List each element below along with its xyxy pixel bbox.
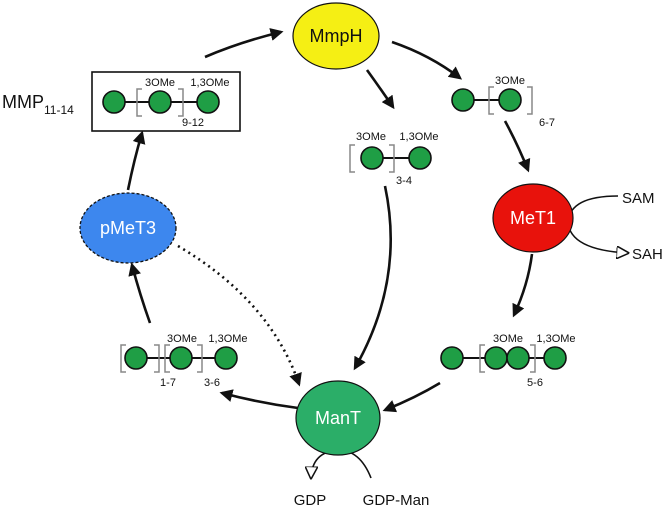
glycan-met1-product: 3OMe 1,3OMe 5-6 bbox=[440, 333, 576, 389]
mmp-bracket-right bbox=[178, 88, 184, 117]
mant-product-repeat-2: 3-6 bbox=[204, 377, 220, 389]
gdp-man-label: GDP-Man bbox=[363, 492, 430, 509]
mmp-sugar-1 bbox=[102, 90, 126, 114]
arrow-product-to-pmet3 bbox=[128, 262, 152, 324]
met1-product-mod2: 1,3OMe bbox=[536, 333, 575, 345]
met1-product-sugar-4 bbox=[543, 346, 567, 370]
met1-product-sugar-1 bbox=[440, 346, 464, 370]
mant-product-mod2: 1,3OMe bbox=[208, 333, 247, 345]
met1-label: MeT1 bbox=[510, 208, 556, 228]
pmet3-enzyme: pMeT3 bbox=[79, 192, 177, 264]
mant-product-repeat-1: 1-7 bbox=[160, 377, 176, 389]
mmp-box bbox=[91, 71, 241, 132]
mmp-title: MMP11-14 bbox=[2, 92, 74, 117]
sah-label: SAH bbox=[632, 246, 663, 263]
mant-product-bracket-2 bbox=[154, 344, 160, 373]
product-a-bracket-right bbox=[389, 144, 395, 173]
mmph-enzyme: MmpH bbox=[292, 2, 380, 70]
met1-product-bracket-right bbox=[530, 344, 536, 373]
product-a-sugar-2 bbox=[408, 146, 432, 170]
met1-product-mod1: 3OMe bbox=[493, 333, 523, 345]
glycan-mant-product: 3OMe 1,3OMe 1-7 3-6 bbox=[120, 333, 248, 389]
mant-label: ManT bbox=[315, 408, 361, 428]
product-b-sugar-2 bbox=[498, 88, 522, 112]
mmp-bracket-left bbox=[136, 88, 142, 117]
mant-product-bracket-3 bbox=[164, 344, 170, 373]
arrow-product-b-to-met1 bbox=[503, 120, 531, 173]
mant-product-sugar-2 bbox=[169, 346, 193, 370]
met1-product-sugar-3 bbox=[506, 346, 530, 370]
met1-product-bracket-left bbox=[479, 344, 485, 373]
met1-product-repeat: 5-6 bbox=[527, 377, 543, 389]
mmp-sugar-3 bbox=[196, 90, 220, 114]
mant-node bbox=[295, 380, 381, 456]
arrow-product-a-to-mant bbox=[353, 185, 393, 371]
pmet3-label: pMeT3 bbox=[100, 218, 156, 238]
mmp-glycan: 3OMe 1,3OMe 9-12 bbox=[91, 71, 241, 132]
mmp-mod1: 3OMe bbox=[145, 77, 175, 89]
arrow-mmph-to-product-b bbox=[391, 40, 463, 80]
arrow-mant-to-product bbox=[219, 389, 299, 410]
product-a-repeat: 3-4 bbox=[396, 175, 412, 187]
mant-product-mod1: 3OMe bbox=[167, 333, 197, 345]
product-b-repeat: 6-7 bbox=[539, 117, 555, 129]
met1-enzyme: MeT1 bbox=[492, 183, 574, 253]
gdp-label: GDP bbox=[294, 492, 327, 509]
arrow-met1-to-product bbox=[512, 253, 534, 318]
met1-product-sugar-2 bbox=[484, 346, 508, 370]
arrow-mmph-to-product-a bbox=[365, 69, 395, 110]
mmp-repeat: 9-12 bbox=[182, 117, 204, 129]
sam-label: SAM bbox=[622, 190, 655, 207]
product-a-sugar-1 bbox=[360, 146, 384, 170]
mmp-mod2: 1,3OMe bbox=[190, 77, 229, 89]
mmp-sugar-2 bbox=[148, 90, 172, 114]
mmph-label: MmpH bbox=[310, 26, 363, 46]
mant-product-sugar-3 bbox=[214, 346, 238, 370]
met1-node bbox=[492, 183, 574, 253]
product-b-bracket-right bbox=[527, 86, 533, 115]
arrow-met1-product-to-mant bbox=[382, 381, 441, 413]
arrow-sam-to-sah bbox=[567, 195, 628, 253]
mmp-label: MMP11-14 bbox=[2, 92, 74, 117]
pmet3-node bbox=[79, 192, 177, 264]
mmph-node bbox=[292, 2, 380, 70]
arrow-pmet3-to-mmp bbox=[126, 130, 146, 191]
mmp-subscript: 11-14 bbox=[44, 103, 74, 117]
product-a-mod2: 1,3OMe bbox=[399, 131, 438, 143]
mant-enzyme: ManT bbox=[295, 380, 381, 456]
glycan-mmph-product-b: 3OMe 6-7 bbox=[451, 75, 555, 129]
product-a-mod1: 3OMe bbox=[356, 131, 386, 143]
mant-product-bracket-1 bbox=[120, 344, 126, 373]
product-b-bracket-left bbox=[488, 86, 494, 115]
arrow-mmp-to-mmph bbox=[204, 28, 284, 59]
mant-product-bracket-4 bbox=[197, 344, 203, 373]
product-b-sugar-1 bbox=[451, 88, 475, 112]
arrow-pmet3-dotted-to-mant bbox=[177, 244, 302, 387]
glycan-mmph-product-a: 3OMe 1,3OMe 3-4 bbox=[349, 131, 439, 187]
product-b-mod1: 3OMe bbox=[495, 75, 525, 87]
mant-product-sugar-1 bbox=[124, 346, 148, 370]
product-a-bracket-left bbox=[349, 144, 355, 173]
